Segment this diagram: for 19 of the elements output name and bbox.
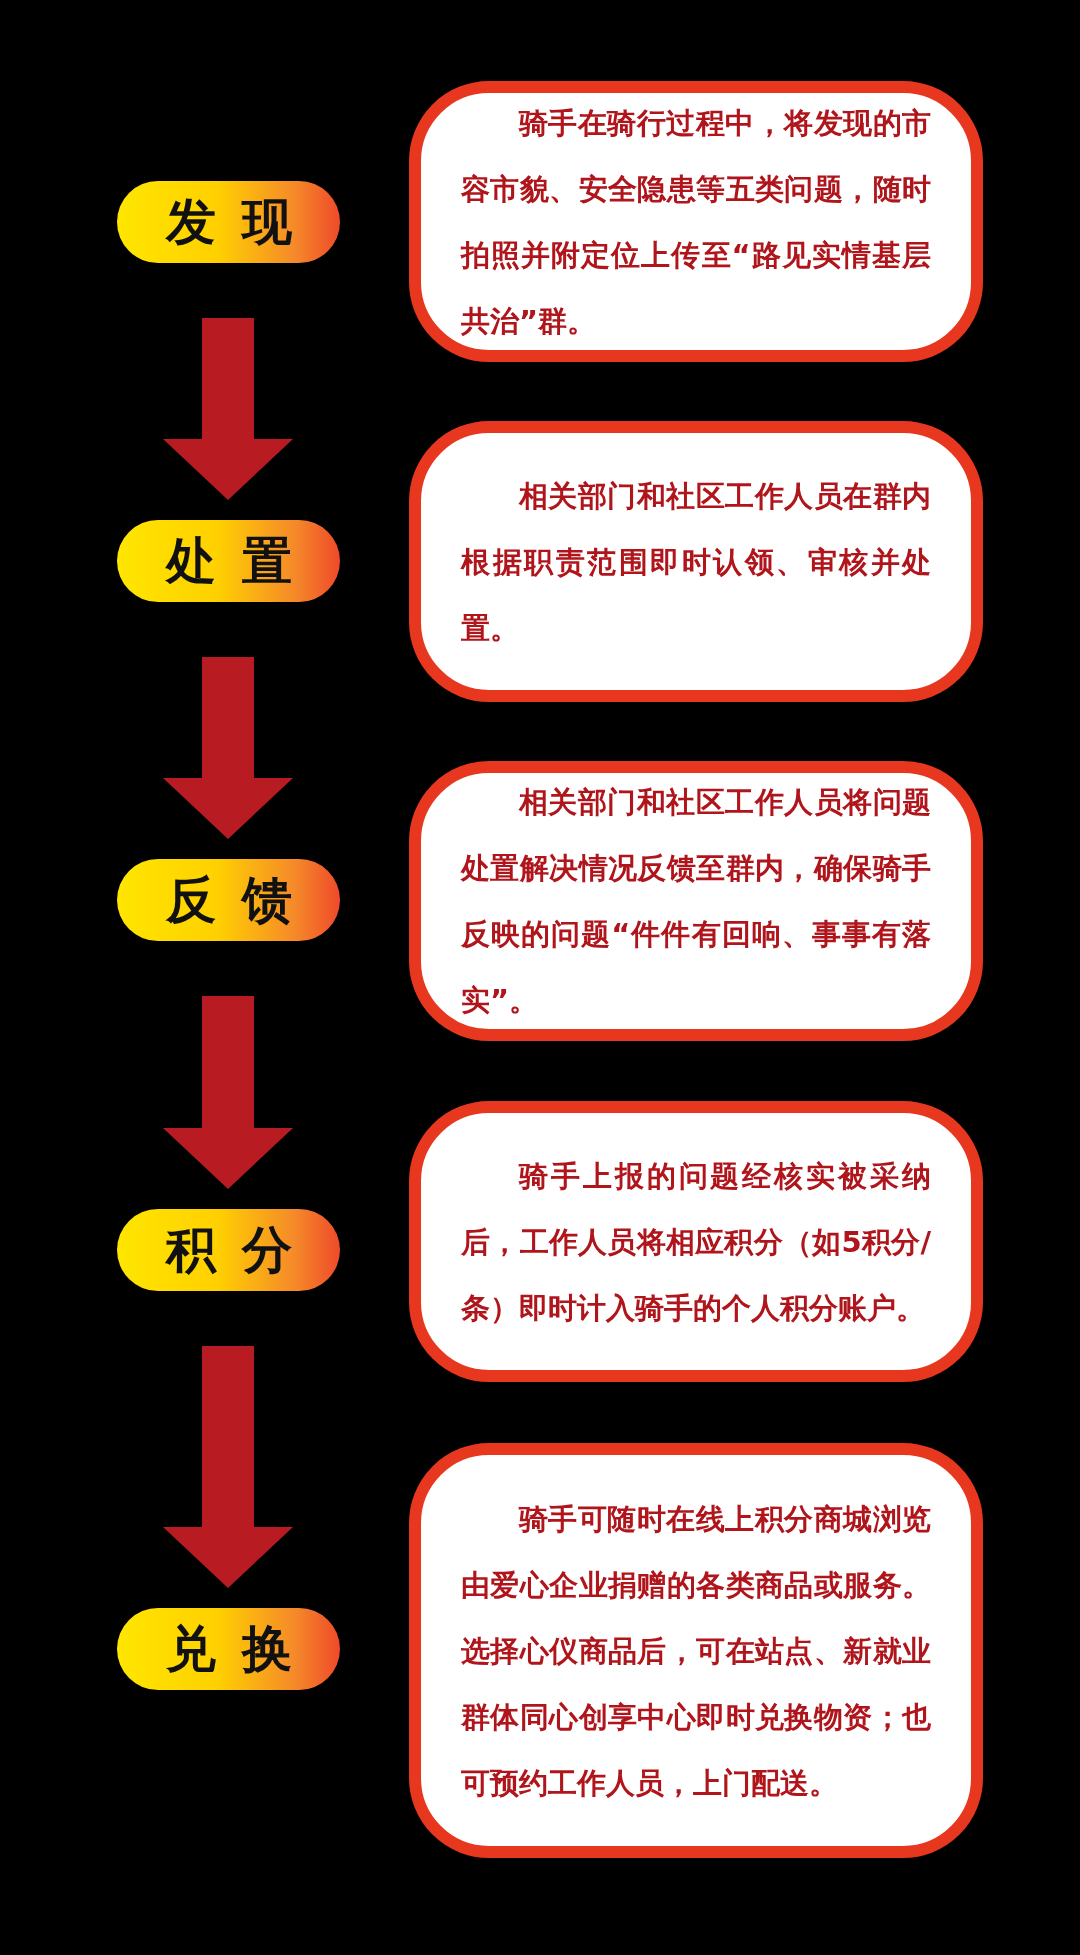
step-title: 反馈 <box>165 869 318 931</box>
arrow <box>163 996 293 1189</box>
arrow <box>163 1346 293 1588</box>
description-card <box>409 81 983 362</box>
description-text: 相关部门和社区工作人员在群内根据职责范围即时认领、审核并处置。 <box>459 477 932 647</box>
description-text: 骑手在骑行过程中，将发现的市容市貌、安全隐患等五类问题，随时拍照并附定位上传至“路见实情基层共治”群。 <box>459 104 932 340</box>
step-title: 发现 <box>165 191 318 253</box>
arrow <box>163 318 293 500</box>
step-title: 积分 <box>165 1219 318 1281</box>
description-card <box>409 1101 983 1382</box>
description-text: 骑手上报的问题经核实被采纳后，工作人员将相应积分（如5积分/条）即时计入骑手的个人积分账户。 <box>460 1157 932 1327</box>
step-title: 处置 <box>165 530 318 592</box>
description-text: 骑手可随时在线上积分商城浏览由爱心企业捐赠的各类商品或服务。选择心仪商品后，可在站点、新就业群体同心创享中心即时兑换物资；也可预约工作人员，上门配送。 <box>460 1500 932 1802</box>
description-card <box>409 421 983 702</box>
description-text: 相关部门和社区工作人员将问题处置解决情况反馈至群内，确保骑手反映的问题“件件有回响、事事有落实”。 <box>459 784 932 1019</box>
description-card <box>409 1443 983 1858</box>
arrow <box>163 657 293 839</box>
description-card <box>409 761 983 1041</box>
step-title: 兑换 <box>165 1618 318 1680</box>
